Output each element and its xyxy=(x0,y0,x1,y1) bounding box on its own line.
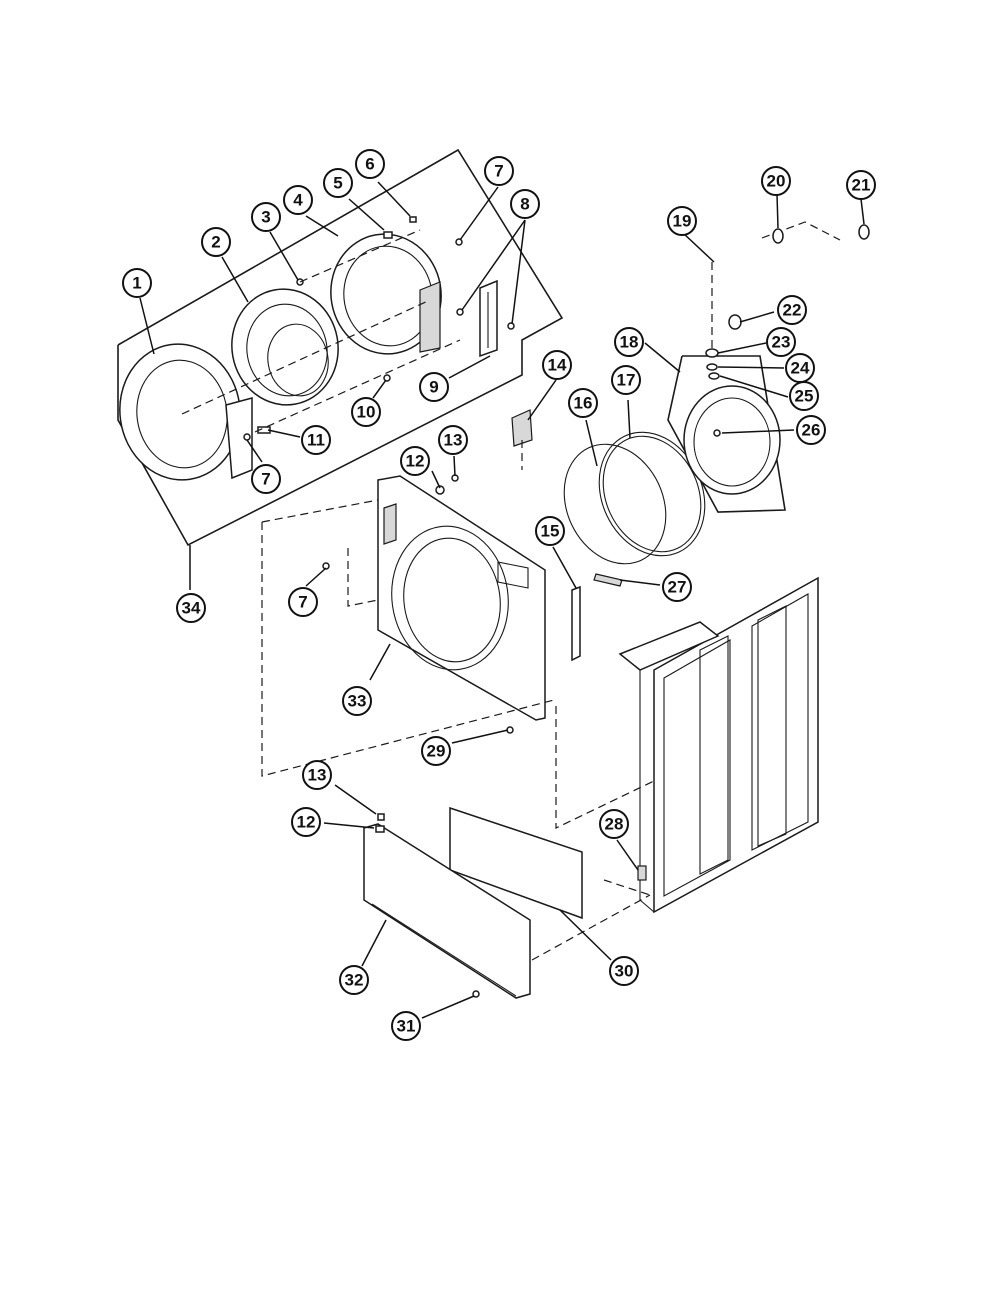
svg-text:24: 24 xyxy=(791,359,810,378)
svg-text:7: 7 xyxy=(298,593,307,612)
parts-22-26-hardware xyxy=(705,314,742,437)
callout-3: 3 xyxy=(251,202,281,232)
svg-text:16: 16 xyxy=(574,394,593,413)
callout-28: 28 xyxy=(599,809,629,839)
svg-text:22: 22 xyxy=(783,301,802,320)
svg-text:31: 31 xyxy=(397,1017,416,1036)
callout-25: 25 xyxy=(789,381,819,411)
svg-text:34: 34 xyxy=(182,599,201,618)
callout-34: 34 xyxy=(176,593,206,623)
part-16-clamp-ring xyxy=(563,443,667,565)
front-panel-frame-lines xyxy=(261,440,555,777)
callout-17: 17 xyxy=(611,365,641,395)
callout-22: 22 xyxy=(777,295,807,325)
svg-text:6: 6 xyxy=(365,155,374,174)
callout-33: 33 xyxy=(342,686,372,716)
callout-24: 24 xyxy=(785,353,815,383)
svg-text:28: 28 xyxy=(605,815,624,834)
svg-text:30: 30 xyxy=(615,962,634,981)
callout-18: 18 xyxy=(614,327,644,357)
part-20-clamp xyxy=(772,228,784,244)
svg-text:23: 23 xyxy=(772,333,791,352)
svg-text:7: 7 xyxy=(494,162,503,181)
svg-text:15: 15 xyxy=(541,522,560,541)
callout-19: 19 xyxy=(667,206,697,236)
callout-5: 5 xyxy=(323,168,353,198)
callout-1: 1 xyxy=(122,268,152,298)
svg-text:12: 12 xyxy=(297,813,316,832)
svg-text:25: 25 xyxy=(795,387,814,406)
small-screws xyxy=(322,474,514,998)
callout-29: 29 xyxy=(421,736,451,766)
svg-text:2: 2 xyxy=(211,233,220,252)
callout-6: 6 xyxy=(355,149,385,179)
callout-11: 11 xyxy=(301,425,331,455)
callout-30: 30 xyxy=(609,956,639,986)
svg-text:20: 20 xyxy=(767,172,786,191)
svg-text:19: 19 xyxy=(673,212,692,231)
callout-4: 4 xyxy=(283,185,313,215)
svg-text:29: 29 xyxy=(427,742,446,761)
svg-text:7: 7 xyxy=(261,470,270,489)
callout-14: 14 xyxy=(542,350,572,380)
svg-text:17: 17 xyxy=(617,371,636,390)
callout-2: 2 xyxy=(201,227,231,257)
part-9-hinge xyxy=(479,279,498,358)
svg-text:1: 1 xyxy=(132,274,141,293)
part-14-latch xyxy=(511,409,533,447)
callout-8: 8 xyxy=(510,189,540,219)
callout-12-top: 12 xyxy=(400,446,430,476)
callout-32: 32 xyxy=(339,965,369,995)
svg-text:33: 33 xyxy=(348,692,367,711)
svg-text:4: 4 xyxy=(293,191,303,210)
callout-21: 21 xyxy=(846,170,876,200)
svg-text:21: 21 xyxy=(852,176,871,195)
part-27-spring xyxy=(593,573,623,587)
part-15-strip xyxy=(571,585,581,662)
svg-text:14: 14 xyxy=(548,356,567,375)
part-21-clamp xyxy=(858,224,870,240)
svg-text:12: 12 xyxy=(406,452,425,471)
door-alignment-lines xyxy=(181,229,461,433)
svg-text:13: 13 xyxy=(308,766,327,785)
part-19-hose xyxy=(710,221,861,348)
part-33-front-panel xyxy=(377,475,546,721)
svg-text:5: 5 xyxy=(333,174,342,193)
svg-text:8: 8 xyxy=(520,195,529,214)
svg-text:3: 3 xyxy=(261,208,270,227)
cabinet-side-panel xyxy=(618,576,819,914)
svg-text:32: 32 xyxy=(345,971,364,990)
callout-9: 9 xyxy=(419,372,449,402)
svg-text:26: 26 xyxy=(802,421,821,440)
callout-27: 27 xyxy=(662,572,692,602)
svg-text:9: 9 xyxy=(429,378,438,397)
svg-text:11: 11 xyxy=(307,431,325,450)
callout-31: 31 xyxy=(391,1011,421,1041)
callout-15: 15 xyxy=(535,516,565,546)
callout-23: 23 xyxy=(766,327,796,357)
part-1-outer-door-ring xyxy=(119,343,253,481)
leader-lines xyxy=(139,181,865,1019)
callout-7-door: 7 xyxy=(251,464,281,494)
callout-13-bottom: 13 xyxy=(302,760,332,790)
callout-20: 20 xyxy=(761,166,791,196)
svg-text:27: 27 xyxy=(668,578,687,597)
part-32-kickplate xyxy=(363,813,531,999)
svg-text:18: 18 xyxy=(620,333,639,352)
part-28-bracket xyxy=(637,865,647,881)
part-4-inner-door-ring xyxy=(330,233,442,355)
callout-7-panel: 7 xyxy=(288,587,318,617)
callout-7-top: 7 xyxy=(484,156,514,186)
svg-text:13: 13 xyxy=(444,431,463,450)
part-18-boot-group xyxy=(667,355,786,513)
callout-12-bottom: 12 xyxy=(291,807,321,837)
callout-10: 10 xyxy=(351,397,381,427)
svg-text:10: 10 xyxy=(357,403,376,422)
callout-13-top: 13 xyxy=(438,425,468,455)
callout-26: 26 xyxy=(796,415,826,445)
callout-16: 16 xyxy=(568,388,598,418)
part-30-plate xyxy=(449,806,583,920)
part-2-door-glass xyxy=(231,288,339,406)
